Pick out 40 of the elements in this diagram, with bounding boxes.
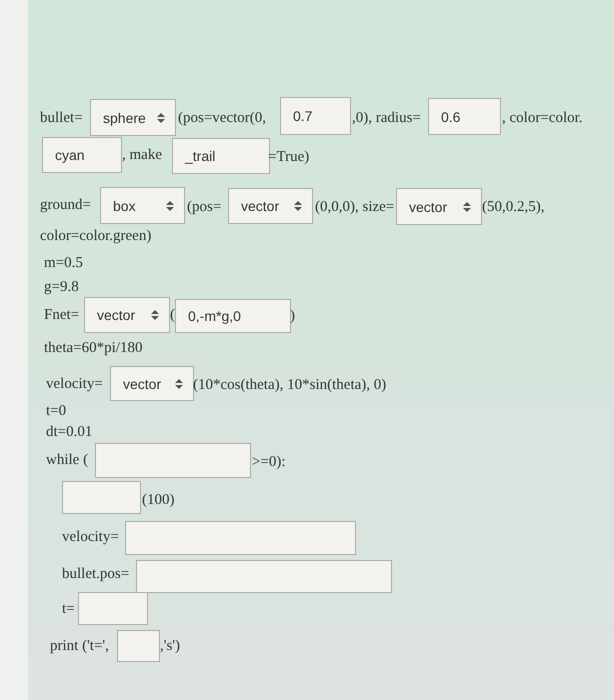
code-text: ) [290, 307, 295, 325]
code-text: velocity= [46, 375, 103, 393]
code-text: ,0), radius= [352, 109, 421, 127]
dropdown-select: vector [110, 366, 194, 401]
code-text: bullet= [40, 109, 83, 127]
code-text: , color=color. [502, 109, 583, 127]
code-text: while ( [46, 451, 88, 469]
answer-field: 0.7 [280, 97, 351, 135]
dropdown-select: vector [228, 188, 313, 224]
answer-field: 0,-m*g,0 [175, 299, 291, 333]
code-text: t=0 [46, 402, 66, 420]
dropdown-select: box [100, 187, 185, 224]
dropdown-select: sphere [90, 99, 176, 136]
code-text: >=0): [252, 453, 286, 471]
answer-field: cyan [42, 137, 122, 173]
code-text: print ('t=', [50, 637, 109, 655]
code-text: (pos= [187, 198, 222, 216]
code-text: t= [62, 600, 75, 618]
answer-field: _trail [172, 138, 270, 174]
code-text: theta=60*pi/180 [44, 339, 142, 357]
code-text: bullet.pos= [62, 565, 130, 583]
code-text: ( [170, 306, 175, 324]
code-text: (0,0,0), size= [315, 198, 394, 216]
code-text: dt=0.01 [46, 423, 92, 441]
code-text: color=color.green) [40, 227, 152, 245]
code-text: (pos=vector(0, [178, 109, 266, 127]
code-text: ,'s') [160, 637, 180, 655]
code-text: (100) [142, 491, 174, 509]
code-text: =True) [268, 148, 310, 166]
answer-field: 0.6 [428, 98, 501, 135]
code-text: (10*cos(theta), 10*sin(theta), 0) [193, 376, 386, 394]
code-text: Fnet= [44, 306, 80, 324]
code-text: g=9.8 [44, 278, 79, 296]
code-text: (50,0.2,5), [482, 198, 544, 216]
code-text: , make [122, 146, 162, 164]
code-text: m=0.5 [44, 254, 83, 272]
code-text: velocity= [62, 528, 119, 546]
code-text: ground= [40, 196, 91, 214]
dropdown-select: vector [396, 188, 482, 225]
dropdown-select: vector [84, 297, 170, 333]
